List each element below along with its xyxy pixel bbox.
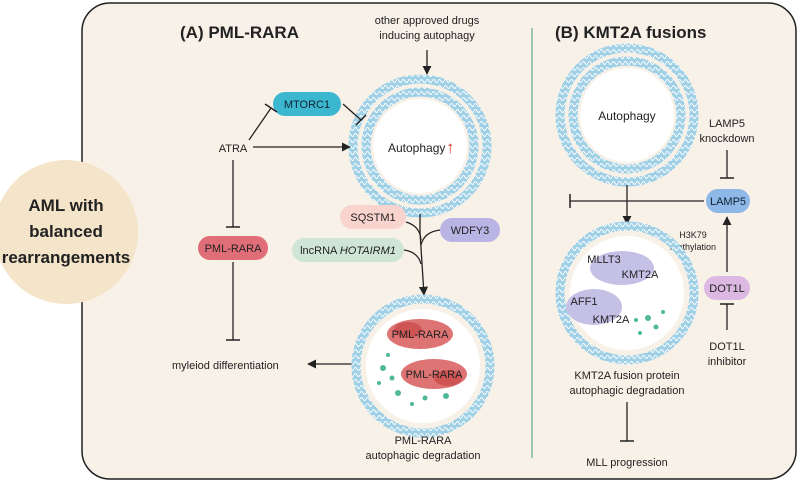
degradation-dots-a — [377, 353, 449, 406]
h3k79-line1: H3K79 — [679, 230, 707, 240]
h3k79-line2: methylation — [670, 242, 716, 252]
dot1l-inhibitor-line2: inhibitor — [708, 356, 747, 368]
degradation-a-line2: autophagic degradation — [366, 450, 481, 462]
other-drugs-line1: other approved drugs — [375, 15, 480, 27]
inhibit-bar-autophagy-a — [355, 114, 367, 126]
autophagy-ring-a — [348, 74, 492, 218]
kmt2a-fusion-granule-2 — [566, 289, 622, 325]
lncrna-label: lncRNA HOTAIRM1 — [300, 245, 396, 257]
granule-label-2: PML-RARA — [406, 369, 464, 381]
aml-hub-circle — [0, 160, 138, 304]
wdfy3-node — [440, 218, 500, 242]
degradation-b-line1: KMT2A fusion protein — [574, 370, 679, 382]
lncrna-prefix: lncRNA — [300, 245, 340, 257]
other-drugs-line2: inducing autophagy — [379, 30, 475, 42]
lamp5-label: LAMP5 — [710, 196, 746, 208]
pml-rara-node — [198, 236, 268, 260]
dot1l-node — [704, 276, 750, 300]
atra-label: ATRA — [219, 143, 248, 155]
sqstm1-node — [340, 205, 406, 229]
hub-label-line2: balanced — [29, 222, 103, 241]
arrow-autophagy-to-degradation — [418, 214, 429, 296]
panel-b-title: (B) KMT2A fusions — [555, 23, 706, 42]
pml-rara-granule-1 — [387, 319, 453, 349]
sqstm1-label: SQSTM1 — [350, 212, 395, 224]
panel-a-title: (A) PML-RARA — [180, 23, 299, 42]
fusion-label-kmt2a-1: KMT2A — [622, 269, 659, 281]
wdfy3-label: WDFY3 — [451, 225, 490, 237]
hub-label-line1: AML with — [28, 196, 103, 215]
lamp5-kd-line2: knockdown — [699, 133, 754, 145]
lamp5-node — [706, 189, 750, 213]
mtorc1-node — [273, 92, 341, 116]
fusion-label-aff1: AFF1 — [571, 296, 598, 308]
fusion-label-kmt2a-2: KMT2A — [593, 314, 630, 326]
curve-sqstm1 — [405, 221, 422, 241]
inhibit-mtorc1-autophagy — [342, 103, 362, 121]
mll-progression-label: MLL progression — [586, 457, 668, 469]
fusion-label-mllt3: MLLT3 — [587, 254, 620, 266]
autophagy-b-label: Autophagy — [598, 109, 655, 123]
mtorc1-label: MTORC1 — [284, 99, 330, 111]
degradation-b-line2: autophagic degradation — [570, 385, 685, 397]
autophagy-up-arrow: ↑ — [446, 138, 455, 157]
lncrna-name: HOTAIRM1 — [340, 245, 396, 257]
hub-label-line3: rearrangements — [2, 248, 131, 267]
pml-rara-label: PML-RARA — [205, 243, 263, 255]
degradation-a-line1: PML-RARA — [395, 435, 453, 447]
curve-lncrna — [403, 249, 422, 265]
kmt2a-fusion-granule-1 — [590, 251, 654, 285]
autophagy-a-label: Autophagy — [388, 141, 445, 155]
lncrna-node — [292, 238, 404, 262]
lamp5-kd-line1: LAMP5 — [709, 118, 745, 130]
inhibit-atra-mtorc1 — [248, 107, 272, 141]
autophagy-ring-b — [555, 43, 699, 187]
dot1l-label: DOT1L — [709, 283, 744, 295]
myeloid-label: myleiod differentiation — [172, 360, 279, 372]
dot1l-inhibitor-line1: DOT1L — [709, 341, 744, 353]
degradation-dots-b — [634, 310, 665, 335]
inhibit-bar-mtorc1 — [264, 103, 278, 113]
curve-wdfy3 — [420, 229, 441, 246]
pml-rara-granule-2 — [401, 359, 467, 389]
granule-label-1: PML-RARA — [392, 329, 450, 341]
